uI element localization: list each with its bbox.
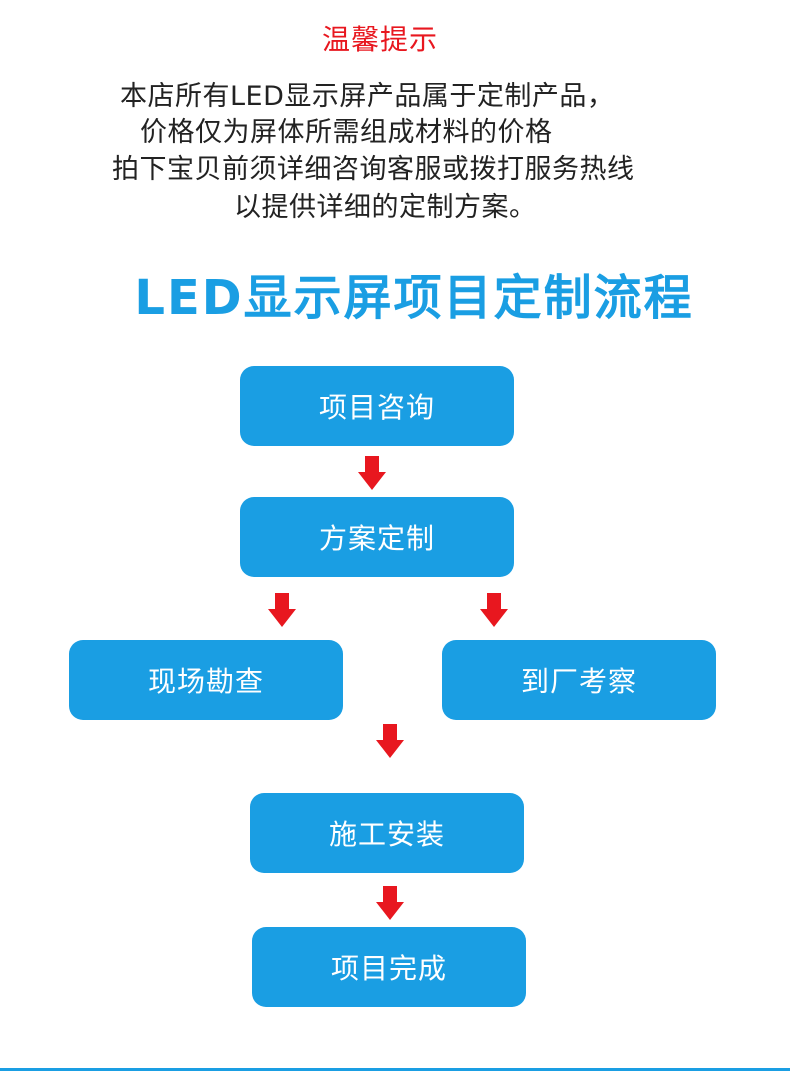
step-label: 方案定制 — [318, 522, 435, 555]
step-label: 项目咨询 — [318, 391, 435, 424]
process-title: LED显示屏项目定制流程 — [134, 270, 694, 326]
down-arrow-icon — [358, 456, 386, 490]
step-label: 施工安装 — [328, 818, 445, 851]
down-arrow-icon — [268, 593, 296, 627]
notice-line-4: 以提供详细的定制方案。 — [234, 192, 537, 223]
step-project-complete: 项目完成 — [252, 927, 526, 1007]
notice-line-3: 拍下宝贝前须详细咨询客服或拨打服务热线 — [112, 154, 635, 185]
step-label: 项目完成 — [330, 952, 447, 985]
bottom-divider — [0, 1068, 790, 1071]
step-consultation: 项目咨询 — [240, 366, 514, 446]
step-site-survey: 现场勘查 — [69, 640, 343, 720]
step-label: 到厂考察 — [520, 665, 637, 698]
step-installation: 施工安装 — [250, 793, 524, 873]
notice-title: 温馨提示 — [321, 23, 438, 56]
notice-line-1: 本店所有LED显示屏产品属于定制产品， — [120, 81, 615, 112]
down-arrow-icon — [376, 724, 404, 758]
step-label: 现场勘查 — [147, 665, 264, 698]
step-factory-visit: 到厂考察 — [442, 640, 716, 720]
down-arrow-icon — [376, 886, 404, 920]
step-plan-customization: 方案定制 — [240, 497, 514, 577]
down-arrow-icon — [480, 593, 508, 627]
notice-line-2: 价格仅为屏体所需组成材料的价格 — [140, 117, 553, 148]
